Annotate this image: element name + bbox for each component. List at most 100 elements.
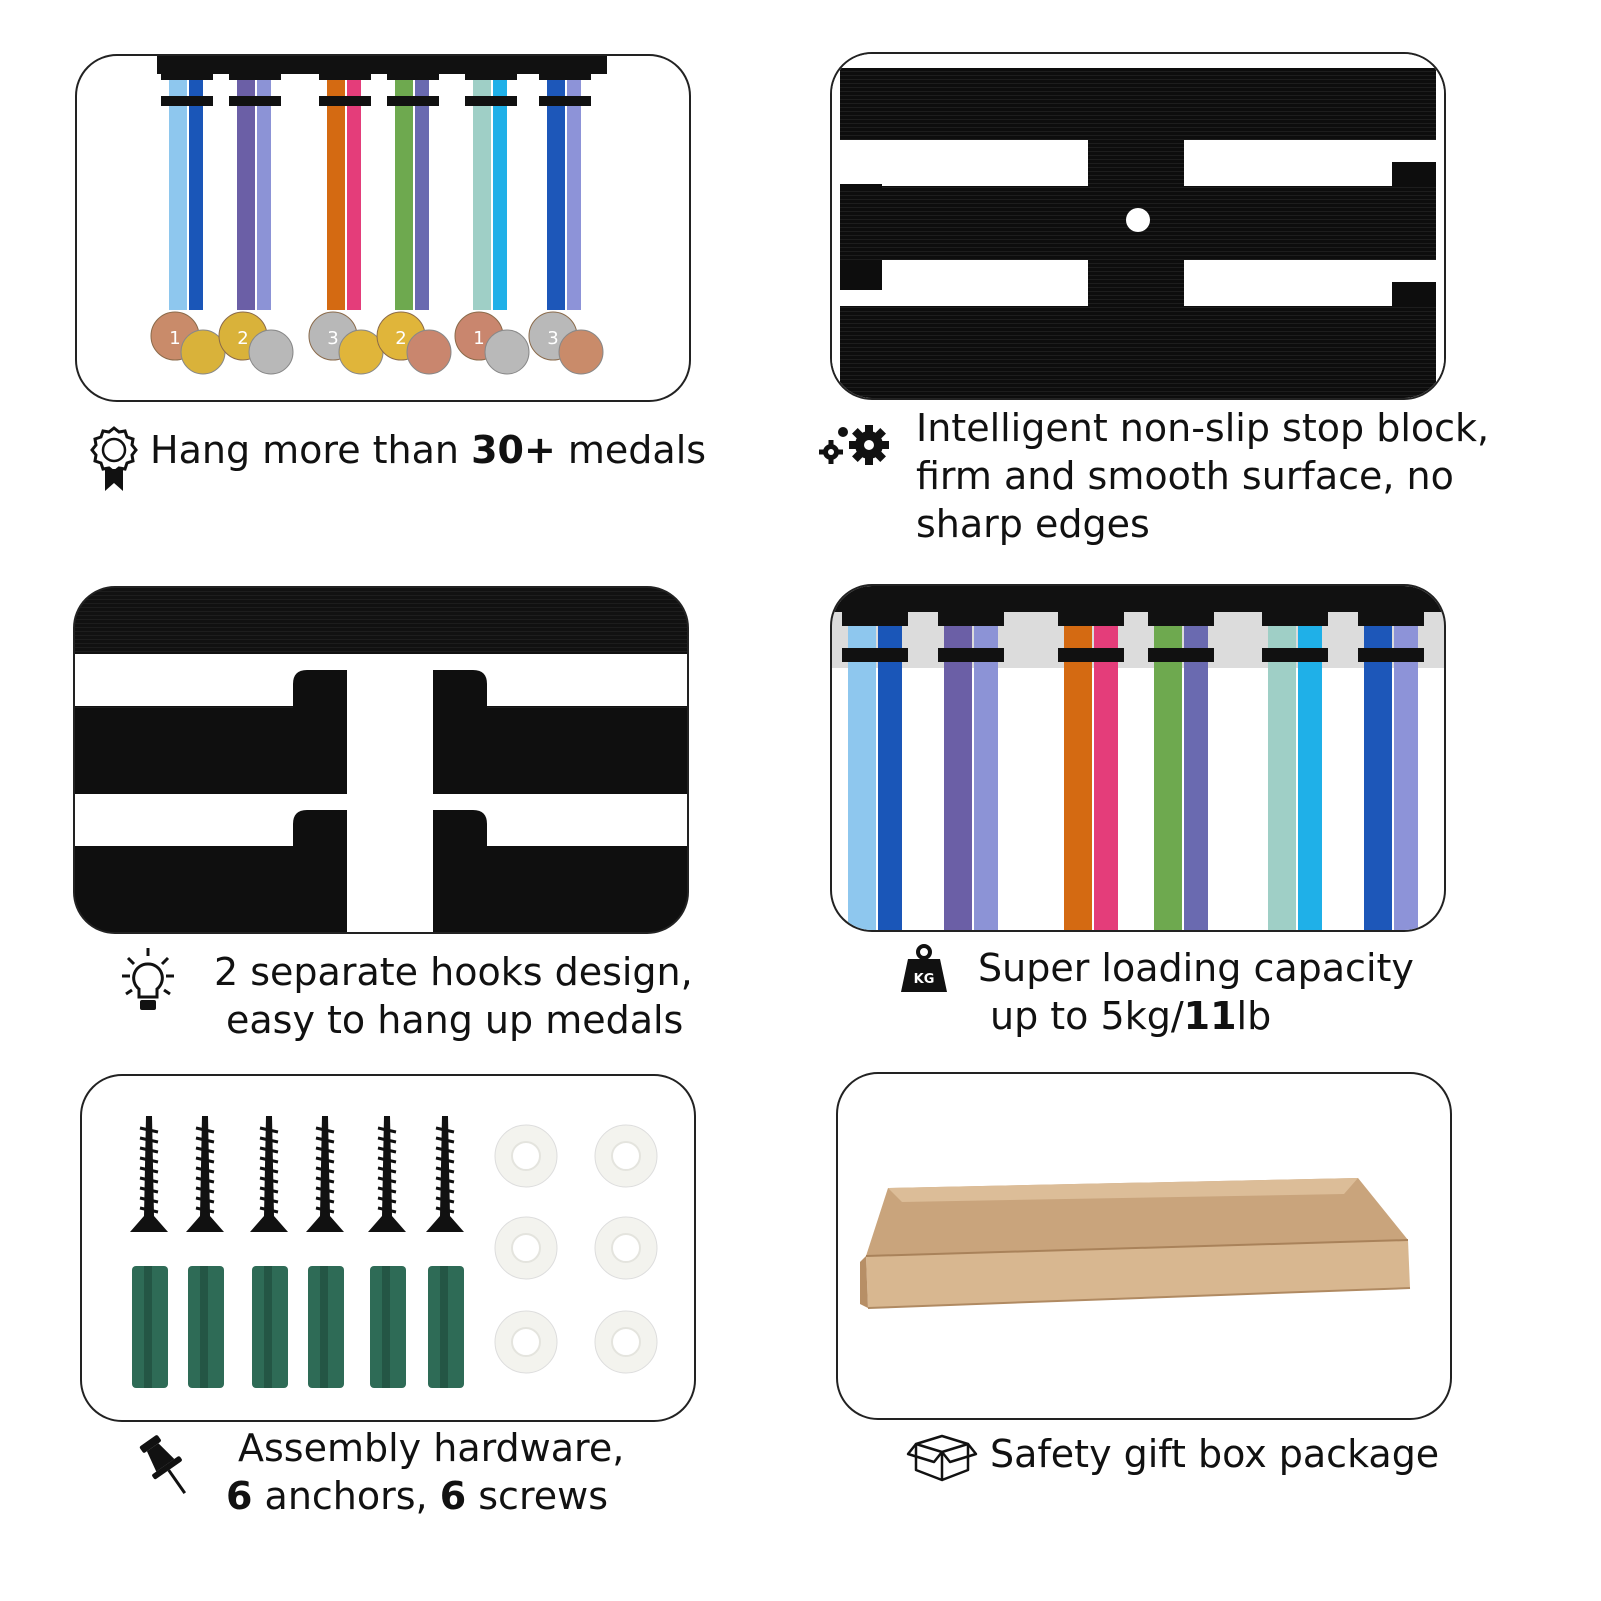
ribbon — [567, 70, 581, 310]
stop-block-closeup — [832, 54, 1444, 398]
hook — [1058, 648, 1124, 662]
screw-thread — [195, 1186, 215, 1194]
caption-package: Safety gift box package — [990, 1432, 1440, 1476]
caption-hardware-line1: Assembly hardware, — [238, 1426, 625, 1470]
spacer-hole — [611, 1327, 641, 1357]
hook — [465, 96, 517, 106]
caption-capacity-line1: Super loading capacity — [978, 946, 1414, 990]
medal-number: 3 — [327, 328, 338, 349]
screw-thread — [259, 1126, 279, 1134]
screw-thread — [377, 1186, 397, 1194]
screw-thread — [435, 1196, 455, 1204]
hook — [539, 70, 591, 80]
anchor-groove — [320, 1266, 328, 1388]
panel-box — [836, 1072, 1452, 1420]
screw-thread — [315, 1166, 335, 1174]
screw — [130, 1116, 168, 1232]
caption-capacity: Super loading capacity up to 5kg/11lb — [978, 944, 1414, 1040]
screw-thread — [259, 1156, 279, 1164]
hooks-closeup — [75, 654, 687, 932]
panel-ribbons — [830, 584, 1446, 932]
screw-thread — [377, 1146, 397, 1154]
screw-thread — [377, 1156, 397, 1164]
hook — [539, 96, 591, 106]
medal — [338, 329, 384, 375]
spacer-hole — [511, 1141, 541, 1171]
caption-hooks-line2: easy to hang up medals — [226, 998, 684, 1042]
caption-stop-block: Intelligent non-slip stop block, firm an… — [916, 406, 1490, 546]
medal-number: 1 — [169, 328, 180, 349]
screw-thread — [259, 1206, 279, 1214]
medal — [558, 329, 604, 375]
medal — [406, 329, 452, 375]
screw-thread — [435, 1136, 455, 1144]
screw — [186, 1116, 224, 1232]
lightbulb-icon — [112, 946, 184, 1022]
screw-thread — [195, 1176, 215, 1184]
medal — [180, 329, 226, 375]
screw-thread — [195, 1126, 215, 1134]
spacer-hole — [611, 1233, 641, 1263]
screw-thread — [139, 1136, 159, 1144]
box-icon — [906, 1428, 978, 1488]
ribbons-closeup — [832, 586, 1444, 930]
panel-hardware — [80, 1074, 696, 1422]
hook — [465, 70, 517, 80]
screw-thread — [315, 1196, 335, 1204]
ribbon — [493, 70, 507, 310]
screw-thread — [435, 1146, 455, 1154]
screw-thread — [435, 1206, 455, 1214]
screw-thread — [139, 1126, 159, 1134]
anchor-groove — [144, 1266, 152, 1388]
medal — [484, 329, 530, 375]
hook — [1058, 612, 1124, 626]
screw-thread — [315, 1186, 335, 1194]
hook — [319, 96, 371, 106]
ribbon — [473, 70, 491, 310]
gift-box-illustration — [860, 1178, 1411, 1309]
hook — [387, 70, 439, 80]
hook — [319, 70, 371, 80]
screw-thread — [315, 1146, 335, 1154]
caption-hardware-line2: 6 anchors, 6 screws — [226, 1474, 608, 1518]
screw-thread — [377, 1206, 397, 1214]
screw-thread — [259, 1176, 279, 1184]
screw-thread — [377, 1176, 397, 1184]
screw-thread — [435, 1186, 455, 1194]
screw-thread — [315, 1126, 335, 1134]
screw — [250, 1116, 288, 1232]
anchor-groove — [264, 1266, 272, 1388]
screw-thread — [315, 1176, 335, 1184]
ribbon — [1064, 612, 1092, 930]
ribbon — [547, 70, 565, 310]
screw — [426, 1116, 464, 1232]
ribbon — [944, 612, 972, 930]
hook — [229, 70, 281, 80]
ribbon — [1394, 612, 1418, 930]
screw-thread — [315, 1136, 335, 1144]
hook — [387, 96, 439, 106]
hook — [1262, 612, 1328, 626]
screw-thread — [259, 1136, 279, 1144]
medal — [248, 329, 294, 375]
hook — [229, 96, 281, 106]
hook — [842, 648, 908, 662]
ribbon — [1094, 612, 1118, 930]
ribbon — [395, 70, 413, 310]
screw-thread — [259, 1186, 279, 1194]
screw-thread — [377, 1166, 397, 1174]
screw-thread — [435, 1166, 455, 1174]
screw — [306, 1116, 344, 1232]
screw-thread — [435, 1156, 455, 1164]
screw-thread — [139, 1146, 159, 1154]
screw-thread — [139, 1196, 159, 1204]
screw-thread — [139, 1156, 159, 1164]
ribbon — [237, 70, 255, 310]
screw-thread — [195, 1206, 215, 1214]
ribbon — [169, 70, 187, 310]
hook — [1358, 648, 1424, 662]
screw — [368, 1116, 406, 1232]
ribbon — [1298, 612, 1322, 930]
